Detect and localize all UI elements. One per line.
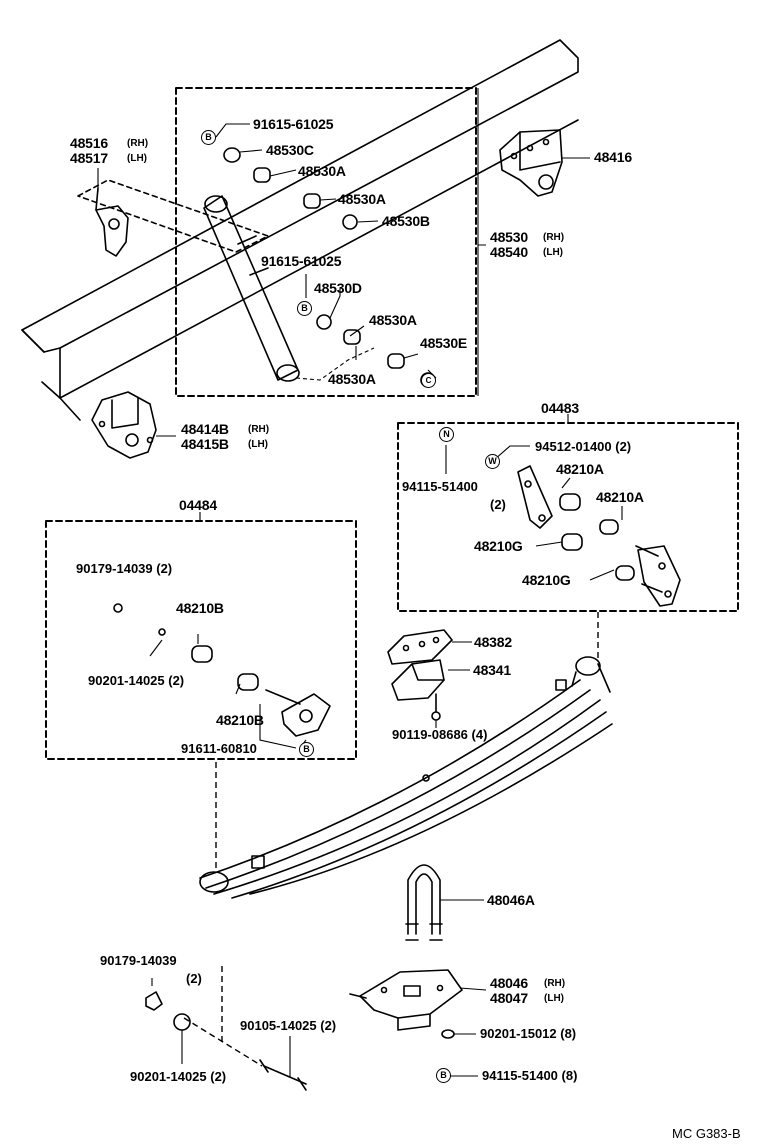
label-90105: 90105-14025 (2) [240,1018,337,1033]
label-48530A-3: 48530A [369,312,417,328]
marker-c: C [421,373,436,388]
label-48415B-note: (LH) [248,439,268,450]
label-94115-bottom: 94115-51400 (8) [482,1068,578,1083]
label-48210B-2: 48210B [216,712,264,728]
leader-lines [97,88,623,1078]
dashed-groups [45,87,739,760]
spring-seat-48341 [387,629,453,721]
shock-absorber [203,195,300,382]
label-90119: 90119-08686 (4) [392,727,488,742]
label-48530A-4: 48530A [328,371,376,387]
kit-04484-box [45,520,357,760]
label-48540-note: (LH) [543,247,563,258]
marker-b-3: B [299,742,314,757]
marker-b-2: B [297,301,312,316]
label-48382: 48382 [474,634,512,650]
marker-b-4: B [436,1068,451,1083]
assembly-dashes [183,612,599,1067]
label-48414B: 48414B [181,421,229,437]
marker-n: N [439,427,454,442]
marker-b-1: B [201,130,216,145]
label-04484: 04484 [179,497,217,513]
leaf-spring [199,656,613,899]
label-48540: 48540 [490,244,528,260]
label-90179-bottom-qty: (2) [186,971,202,986]
bracket-48516 [77,179,269,257]
label-94115-kit: 94115-51400 [402,479,478,494]
hanger-48414B [91,391,157,459]
label-91615-mid: 91615-61025 [261,253,342,269]
label-48341: 48341 [473,662,511,678]
label-90201-kit: 90201-14025 (2) [88,673,185,688]
label-48530E: 48530E [420,335,468,351]
label-48530-note: (RH) [543,232,565,243]
label-04483: 04483 [541,400,579,416]
label-48415B: 48415B [181,436,229,452]
spring-plate-48046 [349,969,463,1031]
label-48530A-1: 48530A [298,163,346,179]
label-90179-bottom: 90179-14039 [100,953,177,968]
label-48210A-1: 48210A [556,461,604,477]
label-90201-bottom: 90201-14025 (2) [130,1069,227,1084]
label-48046: 48046 [490,975,528,991]
label-48046A: 48046A [487,892,535,908]
label-94115-kit-qty: (2) [490,497,506,512]
label-48530B: 48530B [382,213,430,229]
label-48516: 48516 [70,135,108,151]
label-48530C: 48530C [266,142,314,158]
marker-w: W [485,454,500,469]
frame-rail [21,39,579,421]
label-48416: 48416 [594,149,632,165]
label-48046-note: (RH) [544,978,566,989]
u-bolt-48046A [405,864,443,941]
label-48530A-2: 48530A [338,191,386,207]
shock-absorber-kit-box [175,87,477,397]
diagram-id: MC G383-B [672,1126,741,1141]
label-48210A-2: 48210A [596,489,644,505]
shackle-plate-48210 [517,465,681,607]
bracket-48416 [499,129,563,197]
label-48530: 48530 [490,229,528,245]
label-48517-note: (LH) [127,153,147,164]
label-48047: 48047 [490,990,528,1006]
kit-04484-parts [113,603,331,737]
label-90179-kit: 90179-14039 (2) [76,561,173,576]
label-48516-note: (RH) [127,138,149,149]
shock-kit-bushings [223,147,436,388]
label-48530D: 48530D [314,280,362,296]
label-48210G-1: 48210G [474,538,523,554]
label-91615-top: 91615-61025 [253,116,334,132]
label-48210B-1: 48210B [176,600,224,616]
label-48517: 48517 [70,150,108,166]
label-91611: 91611-60810 [181,741,257,756]
bushings-48210 [559,493,635,581]
label-48414B-note: (RH) [248,424,270,435]
label-48047-note: (LH) [544,993,564,1004]
label-94512: 94512-01400 (2) [535,439,632,454]
label-90201-15012: 90201-15012 (8) [480,1026,577,1041]
label-48210G-2: 48210G [522,572,571,588]
